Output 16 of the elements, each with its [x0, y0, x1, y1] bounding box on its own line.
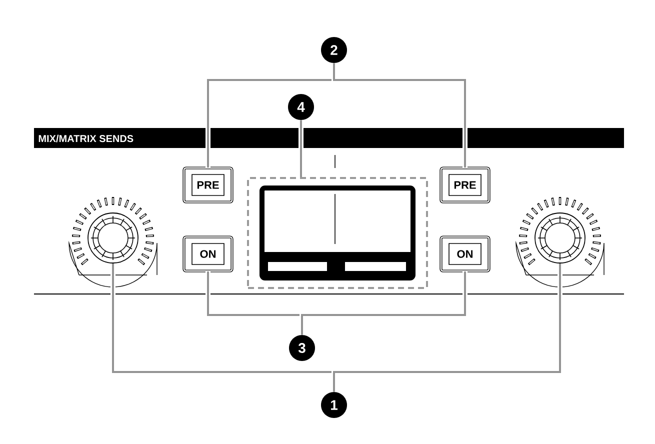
callout-number: 4	[288, 94, 314, 120]
push-button: ON	[182, 236, 234, 272]
leader-line	[332, 63, 468, 168]
callout-number: 3	[289, 335, 315, 361]
callout-number: 1	[321, 392, 347, 418]
leader-line	[332, 263, 562, 392]
push-button: ON	[440, 236, 490, 272]
display-area	[247, 177, 428, 289]
push-button: PRE	[440, 166, 490, 204]
rotary-knob	[68, 197, 158, 288]
push-button: PRE	[182, 166, 234, 204]
leader-line	[300, 271, 468, 335]
leader-line	[298, 120, 304, 177]
callout-number: 2	[321, 37, 347, 63]
section-title: MIX/MATRIX SENDS	[38, 134, 134, 142]
rotary-knob	[516, 197, 604, 288]
